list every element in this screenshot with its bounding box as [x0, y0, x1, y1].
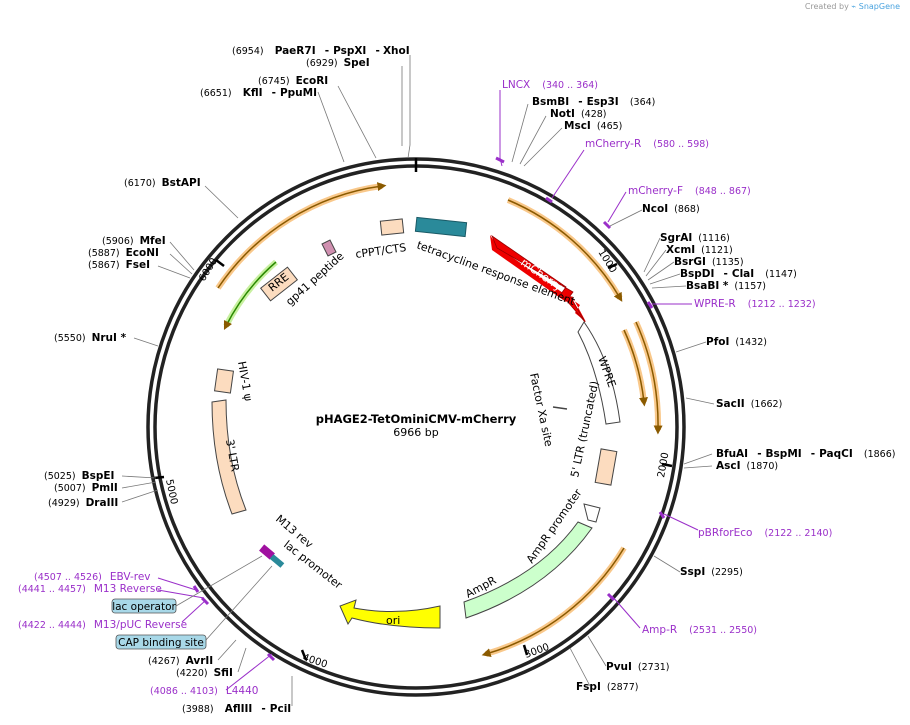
tick-5000: 5000 [163, 478, 179, 505]
enzyme-sfii: (4220)SfiI [176, 667, 233, 679]
feature-m13-rev [259, 544, 275, 560]
enzyme-sspi: SspI(2295) [680, 566, 743, 578]
enzyme-pvui: PvuI(2731) [606, 661, 670, 673]
enzyme-nrui: (5550)NruI * [54, 332, 127, 344]
enzyme-bsrgi: BsrGI(1135) [674, 256, 744, 268]
feature-rre [259, 266, 299, 302]
primer-pbrforeco: pBRforEco(2122 .. 2140) [698, 527, 832, 539]
feature-cppt [379, 218, 405, 236]
primer-lncx: LNCX(340 .. 364) [502, 79, 598, 91]
feature-gp41 [321, 239, 337, 257]
primer-mcherry-f: mCherry-F(848 .. 867) [628, 185, 751, 197]
feature-ori [339, 599, 441, 629]
label-ori: ori [386, 614, 400, 627]
enzyme-bsabi: BsaBI *(1157) [686, 280, 766, 292]
features [211, 216, 621, 629]
center-title: pHAGE2-TetOminiCMV-mCherry 6966 bp [316, 412, 517, 439]
feature-3ltr [211, 399, 247, 515]
credit-brand: SnapGene [858, 2, 900, 11]
enzyme-labels: (6954) PaeR7I -PspXI -XhoI (6929)SpeI (6… [44, 39, 895, 716]
label-cppt: cPPT/CTS [355, 241, 407, 261]
plasmid-name: pHAGE2-TetOminiCMV-mCherry [316, 412, 517, 426]
enzyme-bspei: (5025)BspEI [44, 470, 114, 482]
feature-tre [414, 216, 468, 238]
plasmid-length: 6966 bp [393, 426, 438, 439]
primer-m13-puc-reverse: (4422 .. 4444)M13/pUC Reverse [18, 619, 187, 631]
primer-mcherry-r: mCherry-R(580 .. 598) [585, 138, 709, 150]
enzyme-bsmbi-group: BsmBI -Esp3I (364) [532, 90, 655, 109]
enzyme-sacii: SacII(1662) [716, 398, 782, 410]
scale-ticks [153, 158, 673, 661]
created-by-credit: Created by ⌁ SnapGene [805, 2, 900, 11]
enzyme-pmli: (5007)PmlI [54, 482, 118, 494]
enzyme-fsei: (5867)FseI [88, 259, 150, 271]
feature-ampr-promoter [583, 503, 601, 523]
snapgene-logo-icon: ⌁ [851, 2, 857, 11]
enzyme-bspdi-group: BspDI -ClaI (1147) [680, 262, 797, 281]
enzyme-ncoi: NcoI(868) [642, 203, 700, 215]
boxed-labels: lac operator CAP binding site [111, 555, 273, 650]
enzyme-mfei: (5906)MfeI [102, 235, 166, 247]
enzyme-ecori: (6745)EcoRI [258, 75, 328, 87]
credit-prefix: Created by [804, 2, 849, 11]
lac-operator-box [111, 598, 177, 614]
enzyme-xcmi: XcmI(1121) [666, 244, 733, 256]
enzyme-sgrai: SgrAI(1116) [660, 232, 730, 244]
enzyme-bfuai-group: BfuAI -BspMI -PaqCI (1866) [716, 442, 895, 461]
enzyme-pfoi: PfoI(1432) [706, 336, 767, 348]
cap-binding-site-box [115, 634, 207, 650]
enzyme-afliii-group: (3988) AflIII -PciI [182, 697, 291, 716]
enzyme-spei: (6929)SpeI [306, 57, 370, 69]
enzyme-draiii: (4929)DraIII [48, 497, 118, 509]
primer-m13-reverse: (4441 .. 4457)M13 Reverse [18, 583, 162, 595]
primer-l4440: (4086 .. 4103)L4440 [150, 685, 258, 697]
feature-hiv-psi [213, 368, 235, 394]
primer-wpre-r: WPRE-R(1212 .. 1232) [694, 298, 816, 310]
feature-ampr [463, 521, 593, 619]
enzyme-fspi: FspI(2877) [576, 681, 638, 693]
label-lac-promoter: lac promoter [281, 538, 345, 592]
primer-amp-r: Amp-R(2531 .. 2550) [642, 624, 757, 636]
primer-ebv-rev: (4507 .. 4526)EBV-rev [34, 571, 151, 583]
label-5ltr: 5' LTR (truncated) [568, 380, 601, 479]
label-factor-xa: Factor Xa site [527, 372, 555, 448]
lac-operator-label: lac operator [112, 601, 176, 613]
primer-labels: LNCX(340 .. 364) mCherry-R(580 .. 598) m… [18, 79, 832, 697]
cap-binding-site-label: CAP binding site [118, 637, 204, 649]
label-hiv-psi: HIV-1 ψ [235, 360, 255, 402]
feature-5ltr [594, 448, 618, 486]
feature-lac-operator [269, 554, 285, 568]
enzyme-leaders [121, 55, 715, 706]
enzyme-asci: AscI(1870) [716, 460, 778, 472]
orf-arcs [215, 182, 663, 658]
enzyme-xhoi-group: (6954) PaeR7I -PspXI -XhoI [232, 39, 410, 58]
enzyme-kfli-group: (6651) KflI -PpuMI [200, 81, 317, 100]
feature-mCherry [490, 235, 586, 322]
enzyme-noti: NotI(428) [550, 108, 606, 120]
label-3ltr: 3' LTR [223, 438, 242, 473]
primer-leaders [157, 90, 699, 691]
enzyme-avrii: (4267)AvrII [148, 655, 213, 667]
tick-2000: 2000 [656, 452, 671, 479]
feature-WPRE [577, 321, 621, 425]
enzyme-bstapi: (6170)BstAPI [124, 177, 201, 189]
enzyme-econi: (5887)EcoNI [88, 247, 159, 259]
enzyme-msci: MscI(465) [564, 120, 622, 132]
